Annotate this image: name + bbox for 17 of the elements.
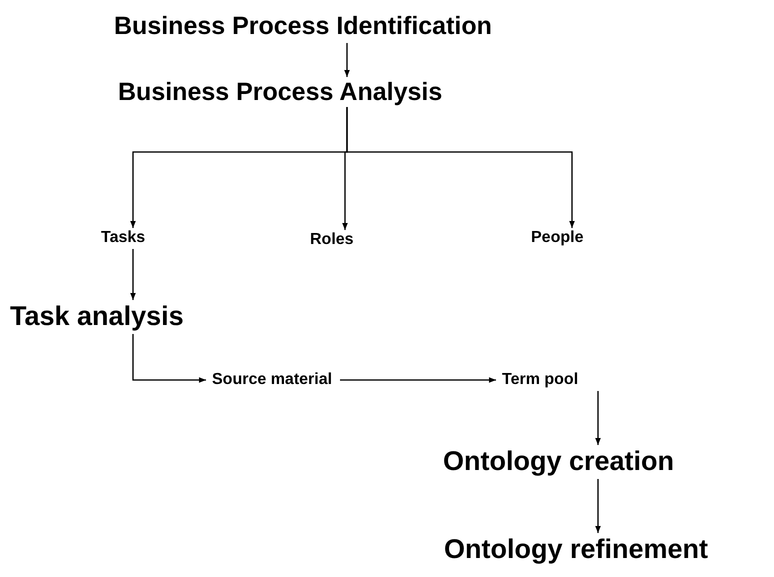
step-label: Ontology creation xyxy=(443,446,674,478)
step-label: People xyxy=(531,229,584,248)
step-label: Task analysis xyxy=(10,301,184,332)
arrow xyxy=(130,249,136,300)
arrow xyxy=(340,377,496,383)
step-label: Tasks xyxy=(101,229,146,248)
step-label: Roles xyxy=(310,231,354,250)
arrow xyxy=(346,107,575,228)
step-label: Ontology refinement xyxy=(444,534,708,566)
step-label: Source material xyxy=(212,371,332,390)
step-label: Business Process Identification xyxy=(114,12,492,41)
arrow xyxy=(595,391,601,445)
step-label: Term pool xyxy=(502,371,578,390)
step-label: Business Process Analysis xyxy=(118,78,442,107)
arrow xyxy=(132,334,206,383)
arrow xyxy=(344,43,350,77)
arrow xyxy=(595,479,601,533)
